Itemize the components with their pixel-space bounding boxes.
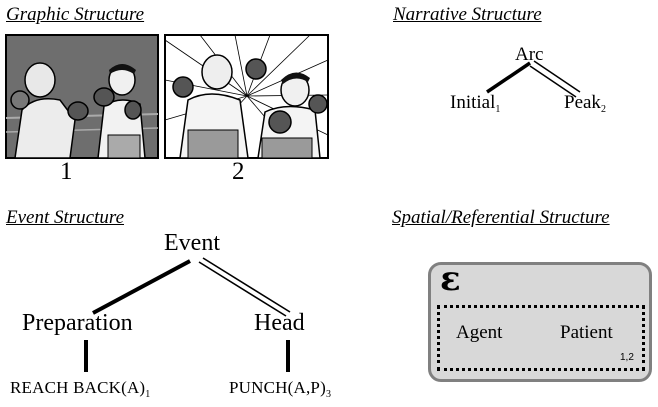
reach-back-label: REACH BACK(A) (10, 378, 146, 397)
punch-label: PUNCH(A,P) (229, 378, 326, 397)
narrative-structure-heading: Narrative Structure (393, 4, 542, 25)
narrative-tree-lines (486, 60, 581, 98)
narrative-initial: Initial1 (450, 92, 500, 115)
narrative-initial-label: Initial (450, 92, 496, 113)
event-preparation: Preparation (22, 310, 133, 336)
spatial-patient: Patient (560, 322, 613, 343)
event-leaf-reach-back: REACH BACK(A)1 (10, 378, 151, 400)
panel-number-2: 2 (232, 158, 245, 185)
narrative-peak-sub: 2 (600, 104, 606, 115)
narrative-peak: Peak2 (564, 92, 606, 115)
comic-panel-1 (5, 34, 159, 159)
spatial-inner-dotted-box (437, 305, 645, 371)
reach-back-sub: 1 (145, 389, 151, 400)
event-head: Head (254, 310, 305, 336)
event-leaf-punch: PUNCH(A,P)3 (229, 378, 331, 400)
event-structure-heading: Event Structure (6, 207, 125, 228)
spatial-structure-heading: Spatial/Referential Structure (392, 207, 610, 228)
narrative-peak-label: Peak (564, 92, 601, 113)
narrative-root-arc: Arc (515, 44, 544, 65)
event-root: Event (164, 230, 220, 256)
punch-sub: 3 (325, 389, 332, 400)
epsilon-symbol: ε (440, 259, 461, 299)
panel-number-1: 1 (60, 158, 73, 185)
event-tree-lines (84, 257, 291, 372)
graphic-structure-heading: Graphic Structure (6, 4, 145, 25)
narrative-initial-sub: 1 (495, 104, 501, 115)
spatial-agent: Agent (456, 322, 503, 343)
spatial-patient-sub: 1,2 (620, 352, 634, 363)
comic-panel-2 (164, 34, 329, 159)
